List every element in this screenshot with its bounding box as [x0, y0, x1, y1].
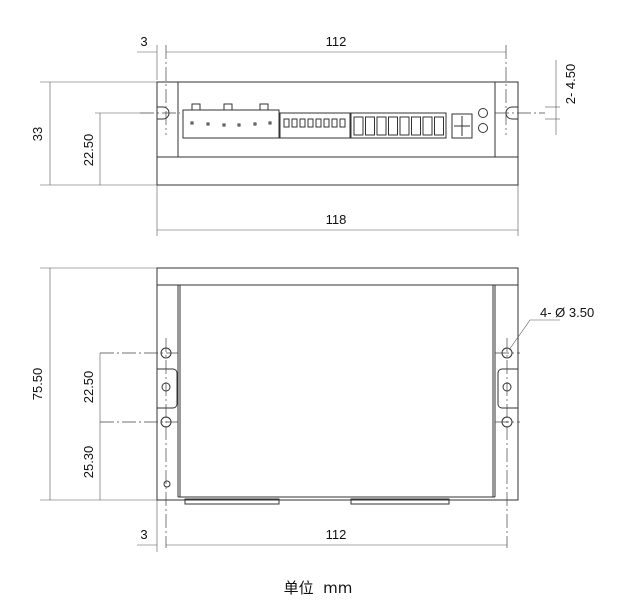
terminal-pin — [376, 116, 387, 136]
terminal-pin — [434, 116, 444, 136]
right-tab — [497, 368, 518, 409]
dip-switch-key — [283, 118, 290, 128]
dip-switch-key — [339, 118, 346, 128]
dim-hole-offset-label: 25.30 — [81, 446, 96, 479]
dim-flange-label: 3 — [140, 34, 147, 49]
dip-switch-key — [307, 118, 314, 128]
dim-slot-label: 2- 4.50 — [563, 64, 578, 104]
terminal-pin — [353, 116, 364, 136]
dim-hole-span-label: 112 — [326, 34, 347, 49]
dip-switch — [279, 112, 351, 139]
dip-switch-key — [323, 118, 330, 128]
terminal-pin — [411, 116, 421, 136]
dip-switch-key — [299, 118, 306, 128]
led-icon — [478, 108, 488, 118]
terminal-pin — [365, 116, 375, 136]
top-view: 3 112 2- 4.50 33 22.50 118 — [30, 34, 578, 236]
dim-total-width-label: 118 — [326, 212, 347, 227]
terminal-pin — [388, 116, 398, 136]
dim-holes-label: 4- Ø 3.50 — [540, 305, 594, 320]
terminal-pin — [422, 116, 433, 136]
dip-switch-key — [315, 118, 322, 128]
unit-label: 单位 mm — [284, 579, 353, 597]
left-tab — [157, 368, 178, 409]
base-outline — [156, 267, 519, 501]
dim-flange-label: 3 — [140, 527, 147, 542]
body-outline — [177, 81, 496, 158]
dim-length-label: 75.50 — [30, 368, 45, 401]
signal-connector — [350, 112, 447, 139]
dim-hole-span-label: 112 — [326, 527, 347, 542]
led-icon — [478, 123, 488, 133]
bottom-view: 4- Ø 3.50 75.50 22.50 25.30 3 112 — [30, 267, 594, 552]
dim-hole-spacing-label: 22.50 — [81, 371, 96, 404]
base-plate — [156, 156, 519, 186]
dip-switch-key — [331, 118, 338, 128]
dim-height-label: 33 — [30, 127, 45, 141]
dip-switch-key — [291, 118, 298, 128]
power-connector — [182, 103, 280, 139]
dim-hole-height-label: 22.50 — [81, 134, 96, 167]
led-block — [451, 108, 488, 139]
terminal-pin — [399, 116, 410, 136]
